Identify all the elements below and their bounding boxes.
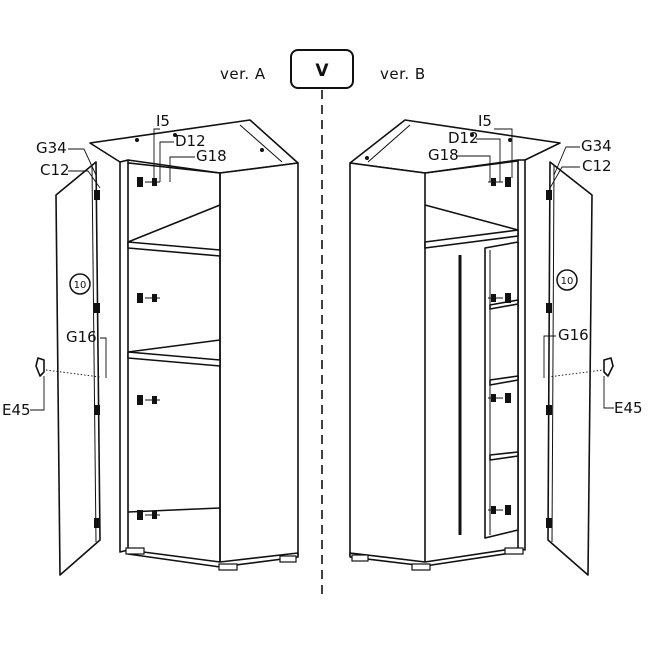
door-panel xyxy=(55,161,101,576)
wardrobe-version-a: 10 I5 D12 G18 G34 C12 G16 E45 xyxy=(2,112,299,576)
right-side-panel xyxy=(219,162,299,566)
label-g18: G18 xyxy=(428,146,459,164)
label-i5: I5 xyxy=(478,112,492,130)
hinge-marks xyxy=(137,177,160,520)
step-label: V xyxy=(315,61,329,81)
label-g16: G16 xyxy=(558,326,589,344)
door-hinges xyxy=(546,190,552,528)
inner-divider xyxy=(484,241,519,539)
shelf-upper xyxy=(424,229,519,249)
label-g18: G18 xyxy=(196,147,227,165)
label-e45: E45 xyxy=(614,399,643,417)
label-c12: C12 xyxy=(40,161,70,179)
door-number-text: 10 xyxy=(74,280,87,291)
left-side-panel xyxy=(349,162,426,566)
door-number-circle xyxy=(69,273,91,295)
inner-shelf-3 xyxy=(489,451,519,461)
door-panel xyxy=(547,161,593,576)
handle-e45 xyxy=(35,357,101,378)
wardrobe-version-b: 10 I5 D12 G18 G34 C12 G16 E45 xyxy=(349,112,643,576)
label-g34: G34 xyxy=(581,137,612,155)
label-c12: C12 xyxy=(582,157,612,175)
left-side-panel xyxy=(119,159,129,553)
right-side-panel xyxy=(517,159,526,551)
door-hinges xyxy=(94,190,100,528)
variant-b-label: ver. B xyxy=(380,65,426,83)
shelf-middle xyxy=(127,351,221,367)
label-i5: I5 xyxy=(156,112,170,130)
door-number-text: 10 xyxy=(561,276,574,287)
inner-shelf-2 xyxy=(489,375,519,386)
hinge-marks xyxy=(488,177,511,515)
door-number-circle xyxy=(556,269,578,291)
label-d12: D12 xyxy=(448,129,479,147)
handle-e45 xyxy=(547,357,614,378)
step-badge xyxy=(290,49,354,89)
label-d12: D12 xyxy=(175,132,206,150)
label-e45: E45 xyxy=(2,401,31,419)
variant-a-label: ver. A xyxy=(220,65,266,83)
label-g16: G16 xyxy=(66,328,97,346)
header: ver. A V ver. B xyxy=(220,49,426,89)
shelf-upper xyxy=(127,241,221,257)
label-g34: G34 xyxy=(36,139,67,157)
